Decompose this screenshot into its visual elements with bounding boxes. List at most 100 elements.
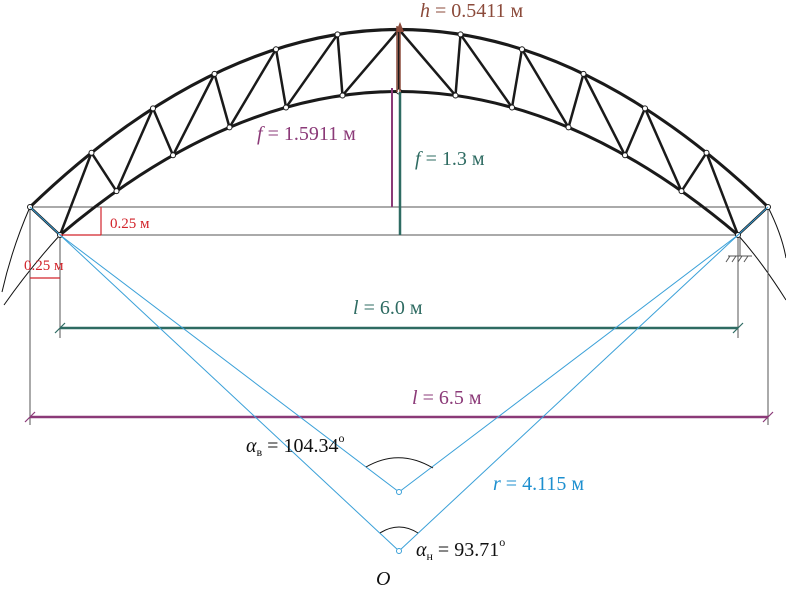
l-outer-tick-left (24, 411, 36, 423)
truss-node (565, 124, 572, 131)
h-arrowhead (396, 22, 404, 32)
l-outer-label: l = 6.5 м (412, 387, 482, 409)
truss-node (519, 46, 525, 53)
inner-construction-arc-right (737, 234, 786, 301)
f-outer-value: = 1.5911 м (263, 123, 357, 145)
truss-nodes (27, 26, 771, 238)
web-diagonal (115, 107, 155, 192)
origin-label: O (376, 568, 390, 590)
web-diagonal (58, 152, 93, 236)
offset-v-label: 0.25 м (24, 258, 64, 274)
web-diagonal (705, 152, 740, 236)
web-diagonal (520, 48, 570, 129)
web-diagonal (171, 73, 216, 156)
h-symbol: h (420, 0, 430, 22)
truss-node (339, 92, 346, 99)
hatch-2 (731, 255, 737, 263)
truss-node (457, 31, 464, 38)
support-symbol (725, 238, 752, 263)
h-value: = 0.5411 м (430, 0, 524, 22)
r-label: r = 4.115 м (493, 473, 584, 495)
truss-node (622, 152, 628, 159)
truss-node (580, 70, 587, 77)
truss-node (150, 105, 156, 112)
h-label: h = 0.5411 м (420, 0, 524, 22)
f-inner-symbol: f (415, 148, 423, 170)
web-diagonal (398, 28, 457, 97)
alpha-top-value: = 104.34 (262, 435, 338, 457)
alpha-bottom-value: = 93.71 (433, 539, 499, 561)
l-outer-symbol: l (412, 387, 418, 409)
web-vertical (90, 152, 118, 192)
web-vertical (151, 107, 175, 156)
r-value: = 4.115 м (501, 473, 585, 495)
radial-outer-right (398, 206, 769, 552)
inner-construction-arc-left (3, 234, 61, 306)
web-vertical (274, 49, 288, 108)
truss-node (703, 149, 710, 156)
truss-node (211, 70, 218, 77)
l-inner-label: l = 6.0 м (353, 297, 423, 319)
f-inner-value: = 1.3 м (421, 148, 485, 170)
f-outer-symbol: f (257, 123, 265, 145)
web-vertical (510, 49, 524, 108)
l-inner-value: = 6.0 м (359, 297, 423, 319)
web-diagonal (459, 33, 514, 109)
truss-node (88, 149, 95, 156)
outer-construction-arc-left (1, 206, 31, 293)
alpha-bottom-symbol: α (416, 539, 427, 561)
web-diagonal (643, 107, 683, 192)
h-dimension (396, 22, 404, 92)
l-inner-dimension (54, 322, 744, 334)
truss-node (283, 104, 289, 111)
alpha-top-degree: o (338, 431, 344, 445)
f-outer-label: f = 1.5911 м (257, 123, 356, 145)
truss-node (678, 188, 685, 195)
truss-node (452, 92, 459, 99)
offset-h-label: 0.25 м (110, 216, 150, 232)
web-diagonal (228, 48, 278, 129)
r-symbol: r (493, 473, 501, 495)
radial-outer-left (29, 206, 400, 552)
web-diagonal (341, 28, 400, 97)
l-inner-tick-left (54, 322, 66, 334)
l-outer-tick-right (762, 411, 774, 423)
alpha-top-symbol: α (246, 435, 257, 457)
alpha-bottom-arc (379, 526, 419, 534)
f-inner-label: f = 1.3 м (415, 148, 485, 170)
alpha-bottom-degree: o (499, 535, 505, 549)
web-vertical (567, 73, 585, 128)
truss-node (334, 31, 341, 38)
web-diagonal (582, 73, 627, 156)
l-inner-tick-right (732, 322, 744, 334)
l-outer-dimension (24, 411, 774, 423)
alpha-top-subscript: в (257, 445, 263, 459)
radial-inner-left (59, 234, 400, 493)
center-o-point (396, 548, 402, 554)
web-vertical (454, 34, 462, 96)
angle-arcs (365, 457, 434, 534)
alpha-bottom-label: αн = 93.71o (416, 535, 505, 563)
alpha-top-arc (365, 457, 434, 469)
truss-node (170, 152, 176, 159)
radial-lines (29, 206, 769, 552)
outer-construction-arc-right (767, 206, 786, 259)
web-vertical (336, 34, 344, 96)
truss-node (226, 124, 233, 131)
web-vertical (680, 152, 708, 192)
truss-node (113, 188, 120, 195)
web-diagonal (284, 33, 339, 109)
l-outer-value: = 6.5 м (418, 387, 482, 409)
truss-node (642, 105, 648, 112)
truss-node (273, 46, 279, 53)
hatch-3 (737, 255, 743, 263)
web-vertical (213, 73, 231, 128)
l-inner-symbol: l (353, 297, 359, 319)
alpha-top-label: αв = 104.34o (246, 431, 344, 459)
construction-arcs (1, 206, 786, 306)
hatch-4 (743, 255, 749, 263)
alpha-bottom-subscript: н (427, 549, 434, 563)
offset-markers (30, 207, 102, 279)
